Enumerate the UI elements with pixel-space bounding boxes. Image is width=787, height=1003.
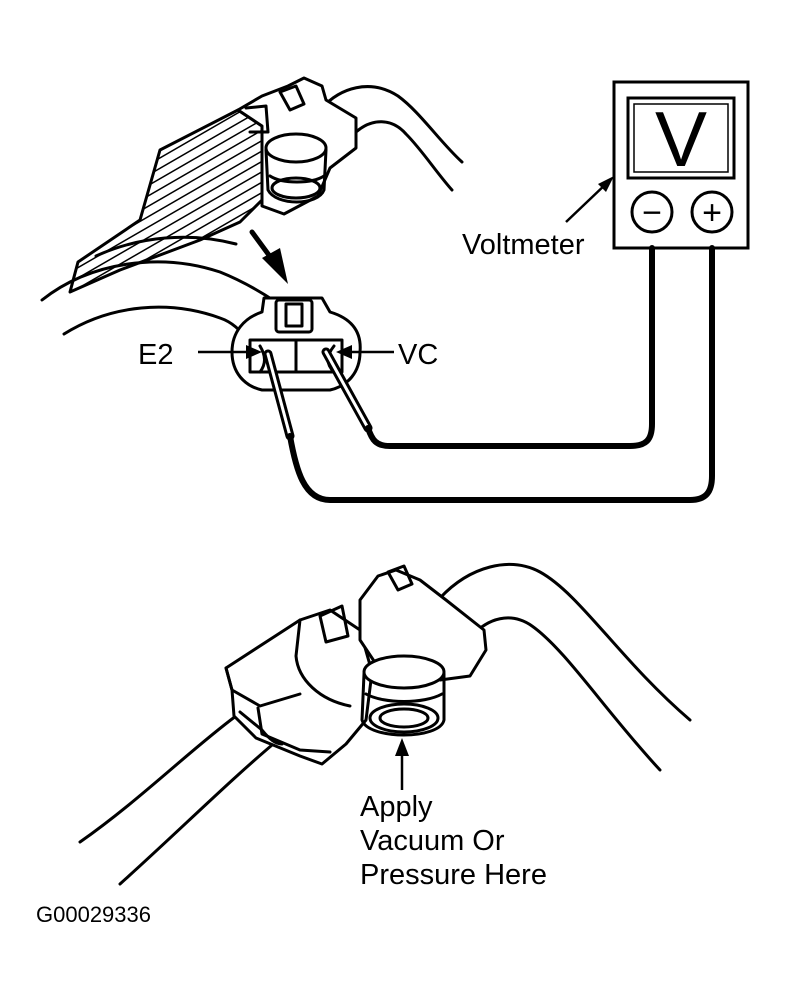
pin-vc-leader (336, 345, 394, 359)
harness-bottom-upper (78, 714, 238, 844)
apply-label-line2: Vacuum Or (360, 825, 505, 857)
voltmeter-leader (565, 176, 614, 223)
harness-bottom-lower (118, 738, 280, 886)
vacuum-hose-top (320, 85, 464, 164)
apply-label-line3: Pressure Here (360, 859, 547, 891)
terminal-plus (690, 190, 734, 234)
pin-e2-label: E2 (138, 339, 173, 371)
harness-wire-upper (40, 260, 278, 304)
terminal-minus-label: − (642, 194, 662, 232)
harness-wire-lower (62, 305, 250, 342)
apply-label-line1: Apply (360, 791, 433, 823)
vacuum-hose-bottom (438, 563, 692, 722)
top-sensor-assembly (40, 76, 715, 503)
voltmeter (612, 80, 750, 250)
figure-code: G00029336 (36, 902, 151, 927)
test-lead-positive (287, 245, 715, 503)
test-lead-negative (365, 245, 655, 449)
voltmeter-symbol: V (655, 95, 707, 183)
terminal-plus-label: + (702, 194, 722, 232)
sensor-port-top (264, 132, 328, 164)
voltmeter-display (626, 96, 736, 180)
pin-vc-label: VC (398, 339, 438, 371)
voltmeter-body (612, 80, 750, 250)
pin-e2-leader (198, 345, 262, 359)
voltmeter-label: Voltmeter (462, 229, 585, 261)
sensor-port-bottom (362, 654, 446, 690)
sensor-body-hatched (68, 108, 264, 294)
bottom-sensor-assembly (78, 563, 692, 886)
terminal-minus (630, 190, 674, 234)
apply-vacuum-arrow (395, 738, 409, 790)
